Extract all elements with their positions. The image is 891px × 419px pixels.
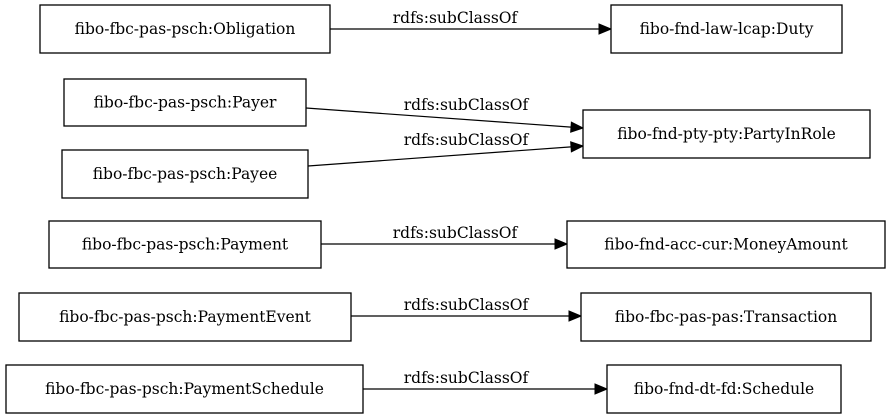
edge-label: rdfs:subClassOf xyxy=(404,131,530,149)
node-box xyxy=(39,4,331,54)
node-label: fibo-fbc-pas-psch:Obligation xyxy=(75,20,296,38)
edge-label: rdfs:subClassOf xyxy=(393,224,519,242)
class-node-payer[interactable]: fibo-fbc-pas-psch:Payer xyxy=(63,78,307,127)
node-label: fibo-fbc-pas-psch:Payee xyxy=(93,165,278,183)
class-node-obligation[interactable]: fibo-fbc-pas-psch:Obligation xyxy=(39,4,331,54)
class-node-transaction[interactable]: fibo-fbc-pas-pas:Transaction xyxy=(580,292,872,342)
arrowhead-icon xyxy=(568,310,583,322)
node-box xyxy=(610,4,843,54)
class-node-payment[interactable]: fibo-fbc-pas-psch:Payment xyxy=(48,220,322,269)
node-label: fibo-fnd-dt-fd:Schedule xyxy=(634,380,814,398)
node-box xyxy=(48,220,322,269)
node-label: fibo-fbc-pas-psch:PaymentSchedule xyxy=(45,380,324,398)
node-label: fibo-fnd-law-lcap:Duty xyxy=(640,20,814,38)
edge-subclassof: rdfs:subClassOf xyxy=(330,9,613,35)
arrowhead-icon xyxy=(570,141,585,153)
edge-label: rdfs:subClassOf xyxy=(393,9,519,27)
node-box xyxy=(566,220,886,269)
arrowhead-icon xyxy=(570,121,585,133)
edge-label: rdfs:subClassOf xyxy=(404,296,530,314)
node-box xyxy=(606,364,842,414)
edge-line xyxy=(307,146,572,167)
node-label: fibo-fnd-acc-cur:MoneyAmount xyxy=(604,236,848,254)
edge-subclassof: rdfs:subClassOf xyxy=(363,369,609,395)
arrowhead-icon xyxy=(594,383,609,395)
node-label: fibo-fnd-pty-pty:PartyInRole xyxy=(617,125,836,143)
edge-subclassof: rdfs:subClassOf xyxy=(305,96,585,133)
node-box xyxy=(582,109,871,159)
class-node-payee[interactable]: fibo-fbc-pas-psch:Payee xyxy=(61,149,309,199)
arrowhead-icon xyxy=(554,238,569,250)
node-label: fibo-fbc-pas-pas:Transaction xyxy=(615,308,837,326)
node-label: fibo-fbc-pas-psch:PaymentEvent xyxy=(59,308,312,326)
node-label: fibo-fbc-pas-psch:Payment xyxy=(82,236,289,254)
class-node-partyinrole[interactable]: fibo-fnd-pty-pty:PartyInRole xyxy=(582,109,871,159)
node-box xyxy=(580,292,872,342)
edge-subclassof: rdfs:subClassOf xyxy=(321,224,569,250)
node-box xyxy=(61,149,309,199)
node-box xyxy=(63,78,307,127)
edge-label: rdfs:subClassOf xyxy=(404,369,530,387)
edge-subclassof: rdfs:subClassOf xyxy=(351,296,583,322)
edge-line xyxy=(305,107,572,128)
node-label: fibo-fbc-pas-psch:Payer xyxy=(94,94,277,112)
edge-subclassof: rdfs:subClassOf xyxy=(307,131,585,167)
edge-label: rdfs:subClassOf xyxy=(404,96,530,114)
class-node-duty[interactable]: fibo-fnd-law-lcap:Duty xyxy=(610,4,843,54)
class-node-schedule[interactable]: fibo-fnd-dt-fd:Schedule xyxy=(606,364,842,414)
class-node-moneyamount[interactable]: fibo-fnd-acc-cur:MoneyAmount xyxy=(566,220,886,269)
node-box xyxy=(5,364,364,414)
class-node-paymentevent[interactable]: fibo-fbc-pas-psch:PaymentEvent xyxy=(18,292,352,342)
class-node-paymentschedule[interactable]: fibo-fbc-pas-psch:PaymentSchedule xyxy=(5,364,364,414)
arrowhead-icon xyxy=(598,23,613,35)
node-box xyxy=(18,292,352,342)
